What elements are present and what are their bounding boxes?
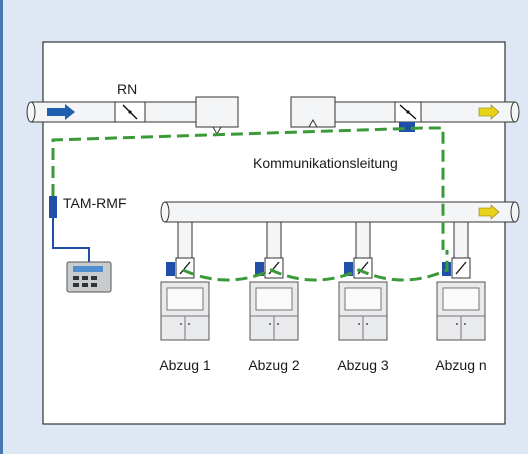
tam-rmf-sensor-icon bbox=[49, 196, 57, 218]
hood-sensor-icon bbox=[344, 262, 353, 276]
fume-hoods: Abzug 1 Abzug 2 Abzug 3 Abzug n bbox=[159, 221, 487, 373]
fume-hood-icon bbox=[160, 281, 210, 341]
rn-label: RN bbox=[117, 81, 137, 97]
fume-hood-4: Abzug n bbox=[435, 221, 487, 373]
hood-sensor-icon bbox=[166, 262, 175, 276]
fume-hood-1: Abzug 1 bbox=[159, 221, 211, 373]
exhaust-sensor-icon bbox=[399, 122, 415, 132]
hood-sensor-icon bbox=[255, 262, 264, 276]
collector-flow-arrow-icon bbox=[478, 204, 500, 220]
fume-hood-3: Abzug 3 bbox=[337, 221, 389, 373]
supply-flow-arrow-icon bbox=[47, 104, 75, 120]
fume-hood-label: Abzug 2 bbox=[248, 357, 300, 373]
fume-hood-label: Abzug 1 bbox=[159, 357, 211, 373]
fume-hood-icon bbox=[436, 281, 486, 341]
supply-terminal-box bbox=[195, 96, 239, 136]
fume-hood-icon bbox=[249, 281, 299, 341]
communication-line-label: Kommunikationsleitung bbox=[253, 155, 398, 171]
control-panel-icon bbox=[66, 261, 112, 293]
exhaust-collector-duct bbox=[160, 201, 520, 223]
exhaust-flow-arrow-icon bbox=[478, 104, 500, 120]
communication-line bbox=[51, 126, 449, 282]
fume-hood-label: Abzug 3 bbox=[337, 357, 389, 373]
exhaust-duct-top bbox=[290, 96, 520, 132]
supply-duct bbox=[26, 101, 197, 123]
fume-hood-label: Abzug n bbox=[435, 357, 486, 373]
fume-hood-icon bbox=[338, 281, 388, 341]
tam-rmf-unit bbox=[49, 196, 90, 262]
fume-hood-2: Abzug 2 bbox=[248, 221, 300, 373]
tam-rmf-label: TAM-RMF bbox=[63, 195, 127, 211]
